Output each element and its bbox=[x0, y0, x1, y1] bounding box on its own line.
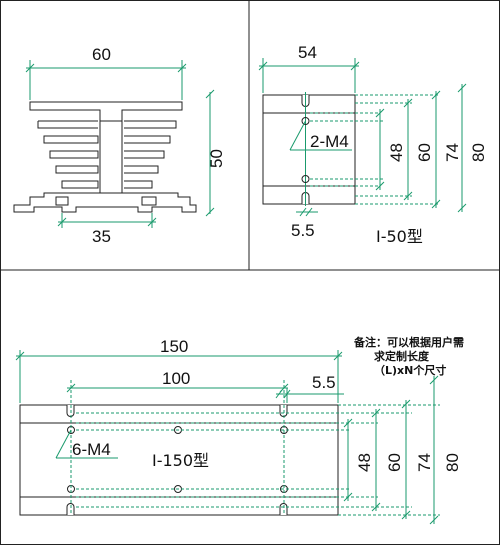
i150-offset-dimension: 5.5 bbox=[312, 373, 336, 392]
dim-50-line bbox=[205, 89, 215, 217]
i150-vertical-dims bbox=[343, 375, 439, 525]
i150-dim-74: 74 bbox=[415, 453, 434, 472]
i50-dim-48: 48 bbox=[387, 143, 406, 162]
dim-60-line bbox=[25, 60, 187, 100]
i150-dim-60: 60 bbox=[385, 453, 404, 472]
note-line-3: （L)xN个尺寸 bbox=[374, 363, 446, 377]
i50-offset-dimension: 5.5 bbox=[291, 221, 315, 240]
heatsink-profile bbox=[13, 101, 197, 213]
i150-offset-dim-line bbox=[275, 388, 344, 403]
width-dimension: 60 bbox=[92, 45, 111, 64]
i150-hole-leader bbox=[55, 429, 118, 459]
i50-dim-60: 60 bbox=[415, 143, 434, 162]
note-line-1: 备注：可以根据用户需 bbox=[353, 335, 464, 349]
i150-dim-80: 80 bbox=[443, 453, 462, 472]
i50-model-label: I-50型 bbox=[376, 227, 423, 246]
i150-plate bbox=[19, 380, 440, 516]
i150-model-label: I-150型 bbox=[152, 451, 209, 470]
i150-dim-48: 48 bbox=[355, 453, 374, 472]
i50-offset-dim-line bbox=[296, 207, 318, 217]
height-dimension: 50 bbox=[207, 149, 226, 168]
i50-hole-label: 2-M4 bbox=[310, 132, 349, 151]
i50-dim-80: 80 bbox=[469, 143, 488, 162]
dim-35-line bbox=[57, 213, 157, 228]
i50-width-dimension: 54 bbox=[298, 43, 317, 62]
base-dimension: 35 bbox=[92, 227, 111, 246]
i50-vertical-dims bbox=[375, 83, 467, 213]
i50-dim-74: 74 bbox=[443, 143, 462, 162]
i150-length-dimension: 150 bbox=[160, 337, 188, 356]
i150-pitch-dimension: 100 bbox=[162, 369, 190, 388]
i50-plate bbox=[262, 92, 440, 206]
i50-hole-leader bbox=[289, 120, 352, 151]
note-line-2: 求定制长度 bbox=[374, 349, 430, 363]
i150-hole-label: 6-M4 bbox=[72, 440, 111, 459]
dim-54-line bbox=[258, 58, 360, 93]
